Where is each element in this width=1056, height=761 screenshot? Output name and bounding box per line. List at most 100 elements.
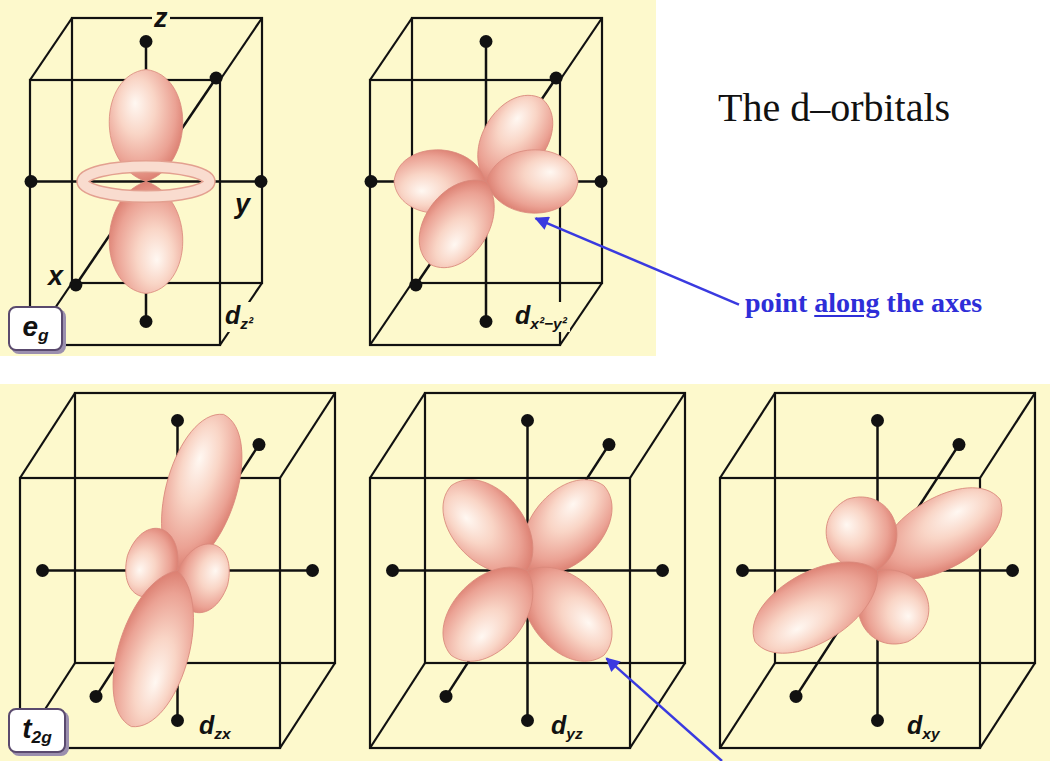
axis-dot bbox=[140, 315, 153, 328]
orbital-lobe bbox=[486, 150, 578, 213]
cube-edge bbox=[720, 393, 775, 478]
axis-dot bbox=[69, 278, 82, 291]
cube-edge bbox=[75, 393, 335, 663]
leader-lines bbox=[536, 218, 739, 761]
orbital-lobe bbox=[737, 540, 895, 672]
axis-dot bbox=[255, 175, 268, 188]
main-letter: d bbox=[199, 711, 214, 739]
axis-dot bbox=[409, 278, 422, 291]
word-part: point bbox=[745, 287, 807, 318]
word-part: the bbox=[887, 287, 924, 318]
axis-dot bbox=[252, 438, 265, 451]
subscript: 2g bbox=[32, 727, 52, 747]
cube-figure bbox=[365, 18, 608, 345]
cube-edge bbox=[280, 393, 335, 478]
axis-dot bbox=[790, 690, 803, 703]
cube-edge bbox=[720, 663, 775, 748]
axis-dot bbox=[171, 714, 184, 727]
cube-edge bbox=[280, 663, 335, 748]
axis-dot bbox=[480, 315, 493, 328]
axis-dot bbox=[306, 564, 319, 577]
axis-dot bbox=[90, 690, 103, 703]
cube-edge bbox=[980, 393, 1035, 478]
subscript: g bbox=[38, 325, 49, 345]
axis-dot bbox=[36, 564, 49, 577]
main-letter: d bbox=[551, 711, 566, 739]
main-letter: d bbox=[515, 301, 530, 329]
cube-edge bbox=[980, 663, 1035, 748]
cube-figure bbox=[20, 393, 335, 748]
cube-edge bbox=[370, 663, 425, 748]
cube-edge bbox=[630, 663, 685, 748]
axis-dot bbox=[550, 72, 563, 85]
word-part bbox=[880, 287, 887, 318]
axis-dot bbox=[140, 35, 153, 48]
orbital-label: dxy bbox=[904, 712, 943, 742]
leader-arrow bbox=[607, 658, 722, 761]
axis-dot bbox=[602, 438, 615, 451]
cube-edge bbox=[20, 663, 75, 748]
axis-dot bbox=[595, 175, 608, 188]
axis-dot bbox=[521, 714, 534, 727]
callout-note: point along the axes bbox=[745, 288, 982, 318]
axis-label: y bbox=[233, 190, 252, 219]
axis-dot bbox=[386, 564, 399, 577]
panel bbox=[0, 0, 656, 356]
badge-text: eg bbox=[22, 312, 48, 344]
subscript: x²−y² bbox=[530, 315, 567, 332]
cube-figure bbox=[370, 393, 685, 748]
main-letter: d bbox=[225, 301, 240, 329]
cube-figure bbox=[25, 18, 268, 345]
cube-edge bbox=[370, 393, 425, 478]
cube-edge bbox=[30, 18, 72, 80]
axis-dot bbox=[171, 414, 184, 427]
cube-edge bbox=[630, 393, 685, 478]
axis-dot bbox=[871, 414, 884, 427]
orbital-label: dzx bbox=[196, 712, 234, 742]
subscript: xy bbox=[922, 725, 939, 742]
cube-edge bbox=[370, 283, 412, 345]
main-letter: e bbox=[22, 311, 38, 342]
word-part: along bbox=[814, 287, 879, 318]
orbital-label: dz² bbox=[222, 302, 256, 332]
cube-edge bbox=[220, 18, 262, 80]
orbital-lobe bbox=[425, 547, 554, 679]
word-part bbox=[807, 287, 814, 318]
axis-dot bbox=[365, 175, 378, 188]
main-letter: t bbox=[22, 713, 31, 744]
cube-edge bbox=[220, 283, 262, 345]
panel bbox=[0, 384, 1050, 761]
axis-dot bbox=[871, 714, 884, 727]
word-part bbox=[924, 287, 931, 318]
cube-figure bbox=[720, 393, 1035, 748]
orbital-figures bbox=[20, 18, 1035, 748]
axis-dot bbox=[952, 438, 965, 451]
axis-dot bbox=[210, 72, 223, 85]
symmetry-badge: eg bbox=[8, 306, 63, 351]
axis-dot bbox=[25, 175, 38, 188]
symmetry-badge: t2g bbox=[8, 708, 66, 753]
orbital-label: dyz bbox=[548, 712, 586, 742]
axis-dot bbox=[736, 564, 749, 577]
axis-dot bbox=[440, 690, 453, 703]
axis-label: x bbox=[46, 262, 65, 291]
subscript: yz bbox=[566, 725, 582, 742]
cube-edge bbox=[560, 18, 602, 80]
axis-dot bbox=[1006, 564, 1019, 577]
orbital-ring bbox=[83, 167, 210, 197]
cube-edge bbox=[20, 393, 75, 478]
subscript: zx bbox=[214, 725, 230, 742]
word-part: axes bbox=[931, 287, 982, 318]
orbital-lobe bbox=[98, 561, 211, 737]
axis-dot bbox=[521, 414, 534, 427]
orbital-ring bbox=[83, 167, 210, 197]
axis-dot bbox=[656, 564, 669, 577]
orbital-lobe bbox=[404, 164, 513, 282]
main-letter: d bbox=[907, 711, 922, 739]
cube-edge bbox=[370, 18, 412, 80]
axis-label: z bbox=[152, 4, 170, 33]
axis-dot bbox=[480, 35, 493, 48]
subscript: z² bbox=[240, 315, 253, 332]
orbital-label: dx²−y² bbox=[512, 302, 570, 332]
badge-text: t2g bbox=[22, 714, 52, 746]
